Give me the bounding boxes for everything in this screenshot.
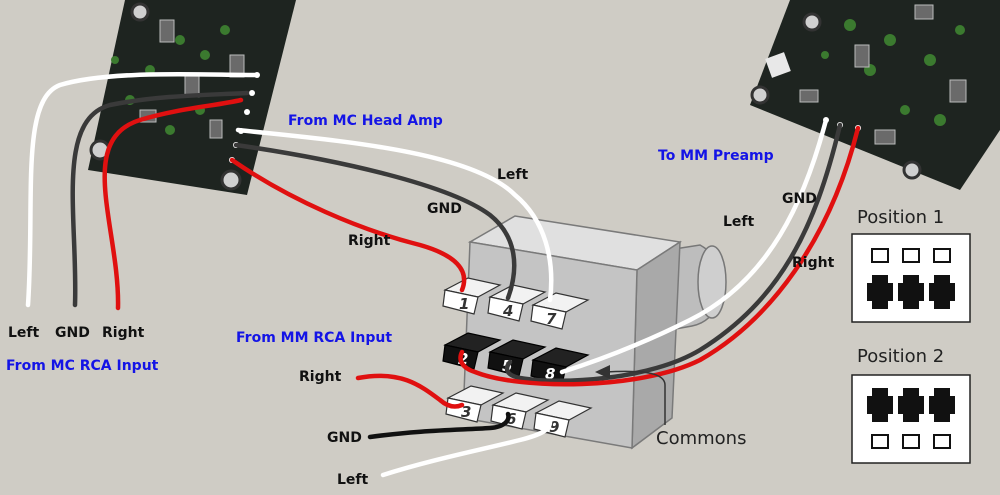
commons-label: Commons <box>656 428 746 449</box>
pin-9-label: 9 <box>549 418 559 436</box>
commons-callout <box>595 365 666 425</box>
head-left-wire <box>235 127 554 303</box>
from-mc-head-amp-label: From MC Head Amp <box>288 113 443 129</box>
terminal-1: 1 <box>442 277 502 315</box>
mc-rca-gnd-wire <box>70 90 250 308</box>
to-mm-preamp-label: To MM Preamp <box>658 148 774 164</box>
terminal-8: 8 <box>530 347 590 385</box>
mmrca-gnd-label: GND <box>327 430 362 446</box>
head-gnd-label: GND <box>427 201 462 217</box>
position-2-diagram: Position 2 <box>851 346 971 464</box>
position-2-label: Position 2 <box>857 346 944 367</box>
mm-rca-wires <box>355 373 553 478</box>
mc-rca-left-wire <box>25 71 260 308</box>
mcrca-gnd-label: GND <box>55 325 90 341</box>
mm-gnd-wire <box>504 122 843 384</box>
mc-rca-wires <box>25 71 260 311</box>
head-right-wire <box>229 157 467 293</box>
mm-preamp-wires <box>458 117 861 387</box>
mmrca-right-label: Right <box>299 369 342 385</box>
mm-right-label: Right <box>792 255 835 271</box>
pin-3-label: 3 <box>461 403 471 421</box>
pin-6-label: 6 <box>506 410 516 428</box>
from-mm-rca-input-label: From MM RCA Input <box>236 330 392 346</box>
pin-8-label: 8 <box>545 365 555 383</box>
pin-7-label: 7 <box>546 310 557 328</box>
pin-1-label: 1 <box>459 295 469 313</box>
pin-4-label: 4 <box>502 302 513 320</box>
mc-head-amp-wires <box>229 127 554 303</box>
terminal-6: 6 <box>490 392 550 430</box>
mcrca-left-label: Left <box>8 325 40 341</box>
mm-left-wire <box>559 117 829 375</box>
terminal-7: 7 <box>530 292 590 330</box>
from-mc-rca-input-label: From MC RCA Input <box>6 358 159 374</box>
pin-2-label: 2 <box>458 350 468 368</box>
mm-left-label: Left <box>723 214 755 230</box>
mc-rca-right-wire <box>102 97 244 311</box>
mm-preamp-board <box>750 0 1000 190</box>
mm-right-wire <box>458 125 861 387</box>
switch-terminals: 1 4 7 2 5 8 <box>442 277 593 438</box>
terminal-4: 4 <box>487 284 547 322</box>
mmrca-left-label: Left <box>337 472 369 488</box>
position-1-diagram: Position 1 <box>851 207 971 323</box>
mcrca-right-label: Right <box>102 325 145 341</box>
head-right-label: Right <box>348 233 391 249</box>
head-gnd-wire <box>233 142 517 301</box>
head-left-label: Left <box>497 167 529 183</box>
mm-gnd-label: GND <box>782 191 817 207</box>
position-1-label: Position 1 <box>857 207 944 228</box>
mmrca-gnd-wire <box>367 411 511 440</box>
mmrca-right-wire <box>355 373 465 409</box>
mmrca-left-wire <box>380 419 553 478</box>
terminal-3: 3 <box>445 385 505 423</box>
